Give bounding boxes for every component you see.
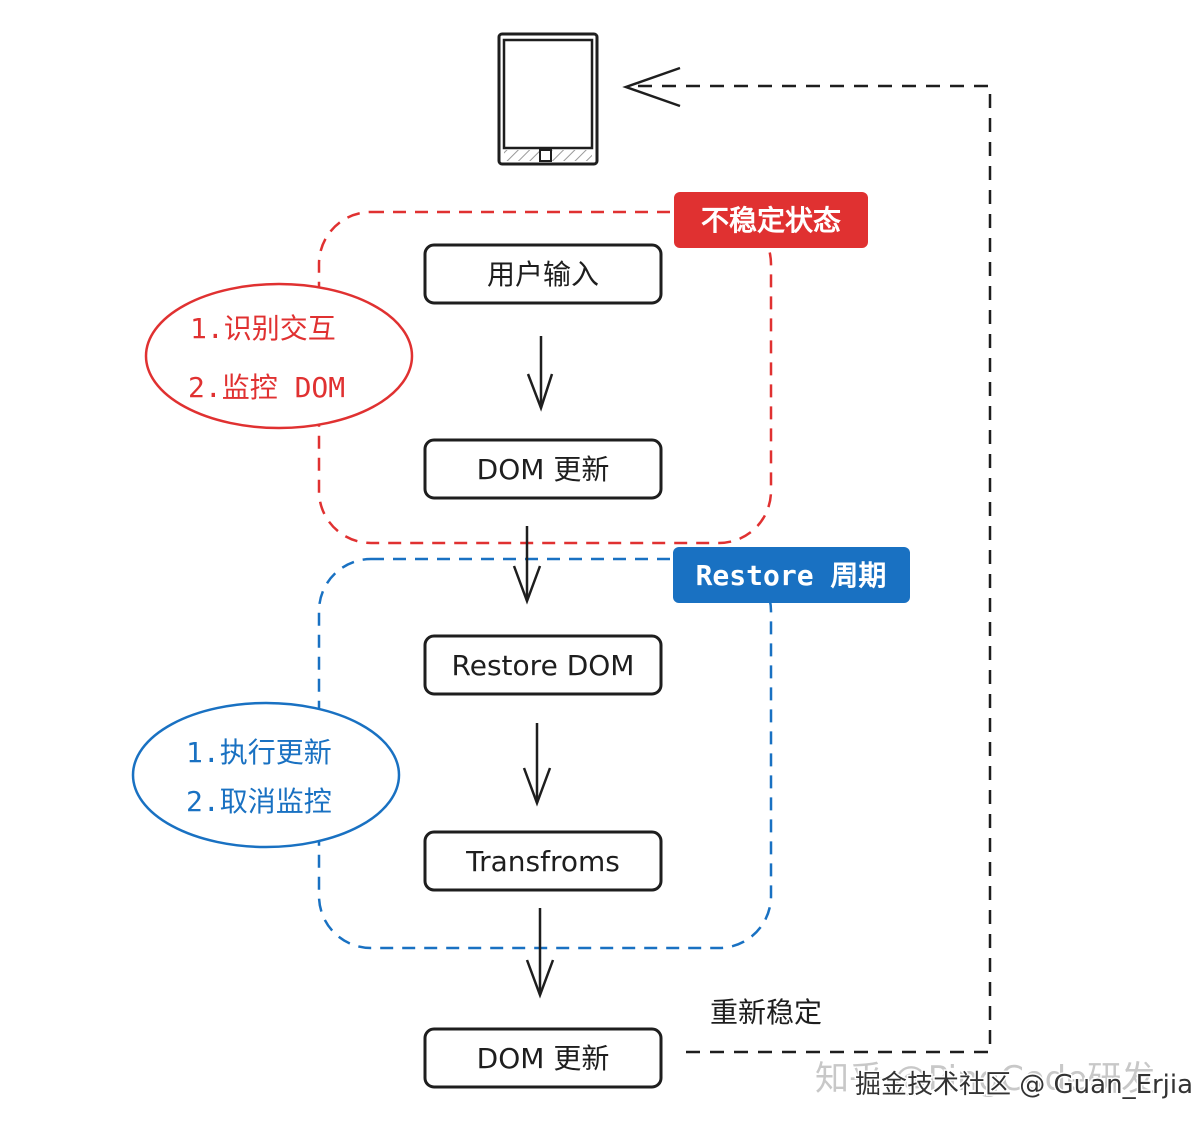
step-dom-update: DOM 更新 <box>423 438 663 500</box>
watermark-front: 掘金技术社区 @ Guan_Erjia <box>855 1070 1193 1100</box>
unstable-note-2: 2.监控 DOM <box>188 371 345 404</box>
step-user-input: 用户输入 <box>423 243 663 305</box>
watermark-back: 知乎 @PingCode研发 <box>815 1059 1155 1099</box>
svg-text:Restore DOM: Restore DOM <box>452 649 635 682</box>
arrow-3 <box>522 723 552 807</box>
svg-text:DOM 更新: DOM 更新 <box>477 453 610 486</box>
restore-note-1: 1.执行更新 <box>186 736 332 769</box>
arrow-1 <box>526 336 554 412</box>
arrow-4 <box>525 908 555 999</box>
step-dom-update-final: DOM 更新 <box>423 1027 663 1089</box>
restore-notes-ellipse: 1.执行更新 2.取消监控 <box>131 701 401 849</box>
unstable-notes-ellipse: 1.识别交互 2.监控 DOM <box>144 282 414 430</box>
tablet-device-icon <box>497 32 599 166</box>
restore-tag: Restore 周期 <box>673 547 910 603</box>
unstable-tag: 不稳定状态 <box>674 192 868 248</box>
svg-text:用户输入: 用户输入 <box>487 258 599 291</box>
svg-text:Transfroms: Transfroms <box>465 845 620 878</box>
return-loop-arrow <box>622 66 992 1054</box>
restore-note-2: 2.取消监控 <box>186 785 332 818</box>
return-label: 重新稳定 <box>710 996 822 1029</box>
unstable-note-1: 1.识别交互 <box>190 312 336 345</box>
svg-text:DOM 更新: DOM 更新 <box>477 1042 610 1075</box>
svg-text:不稳定状态: 不稳定状态 <box>701 204 841 237</box>
step-restore-dom: Restore DOM <box>423 634 663 696</box>
step-transforms: Transfroms <box>423 830 663 892</box>
svg-text:Restore 周期: Restore 周期 <box>696 559 887 592</box>
arrow-2 <box>512 526 542 605</box>
